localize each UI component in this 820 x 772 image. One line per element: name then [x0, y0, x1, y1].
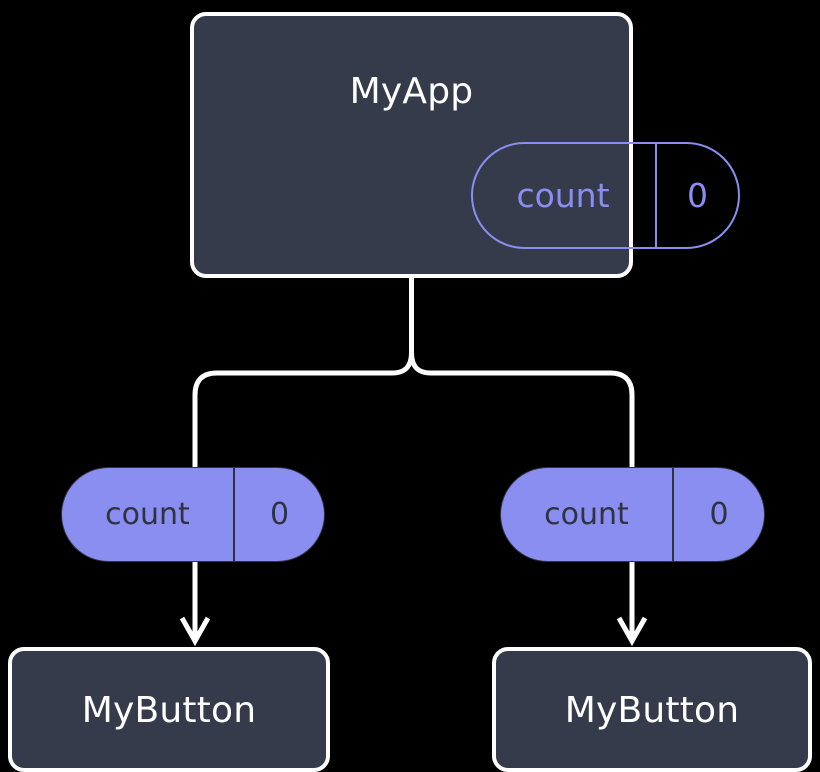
state-value-label: 0 — [687, 176, 708, 215]
component-node-myapp[interactable]: MyApp count 0 — [190, 12, 740, 278]
fork-connector-left-branch — [192, 351, 414, 468]
state-pill-child-right-count[interactable]: count 0 — [500, 467, 765, 562]
fork-connector-right-branch — [409, 351, 635, 468]
component-label-mybutton: MyButton — [564, 690, 740, 731]
state-key-label: count — [473, 144, 657, 247]
state-value-label: 0 — [269, 497, 290, 532]
component-label-myapp: MyApp — [349, 71, 474, 112]
state-value-label: 0 — [709, 497, 729, 532]
state-pill-child-left-count[interactable]: count 0 — [61, 467, 325, 562]
component-label-mybutton: MyButton — [81, 690, 257, 731]
component-node-mybutton-right[interactable]: MyButton — [492, 647, 812, 772]
arrow-right-head-icon — [616, 616, 648, 647]
component-node-mybutton-left[interactable]: MyButton — [8, 647, 330, 772]
arrow-left-head-icon — [179, 616, 211, 647]
state-pill-myapp-count[interactable]: count 0 — [471, 142, 740, 249]
state-key-label: count — [62, 468, 235, 561]
state-key-label: count — [501, 468, 674, 561]
